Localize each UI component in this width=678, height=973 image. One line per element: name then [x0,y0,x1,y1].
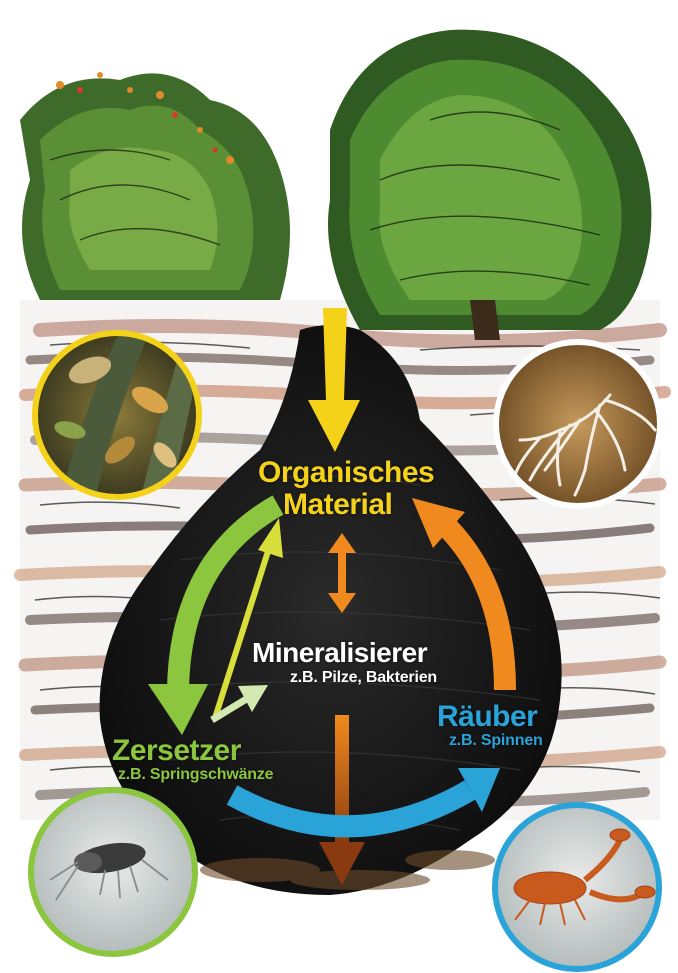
mineralizer-title: Mineralisierer [252,639,427,667]
fungal-mycelium-photo [496,342,660,506]
pseudoscorpion-photo [495,805,659,969]
predator-subtitle: z.B. Spinnen [449,733,543,749]
decomposer-subtitle: z.B. Springschwänze [118,767,273,783]
mineralizer-subtitle: z.B. Pilze, Bakterien [290,670,437,686]
organic-material-label-line1: Organisches [258,458,434,488]
right-bush-illustration [328,30,651,340]
organic-material-label-line2: Material [283,490,392,520]
left-bush-illustration [20,72,290,300]
leaf-litter-photo [35,330,200,500]
decomposer-title: Zersetzer [112,736,241,766]
springtail-photo [31,790,195,954]
predator-title: Räuber [437,702,537,732]
